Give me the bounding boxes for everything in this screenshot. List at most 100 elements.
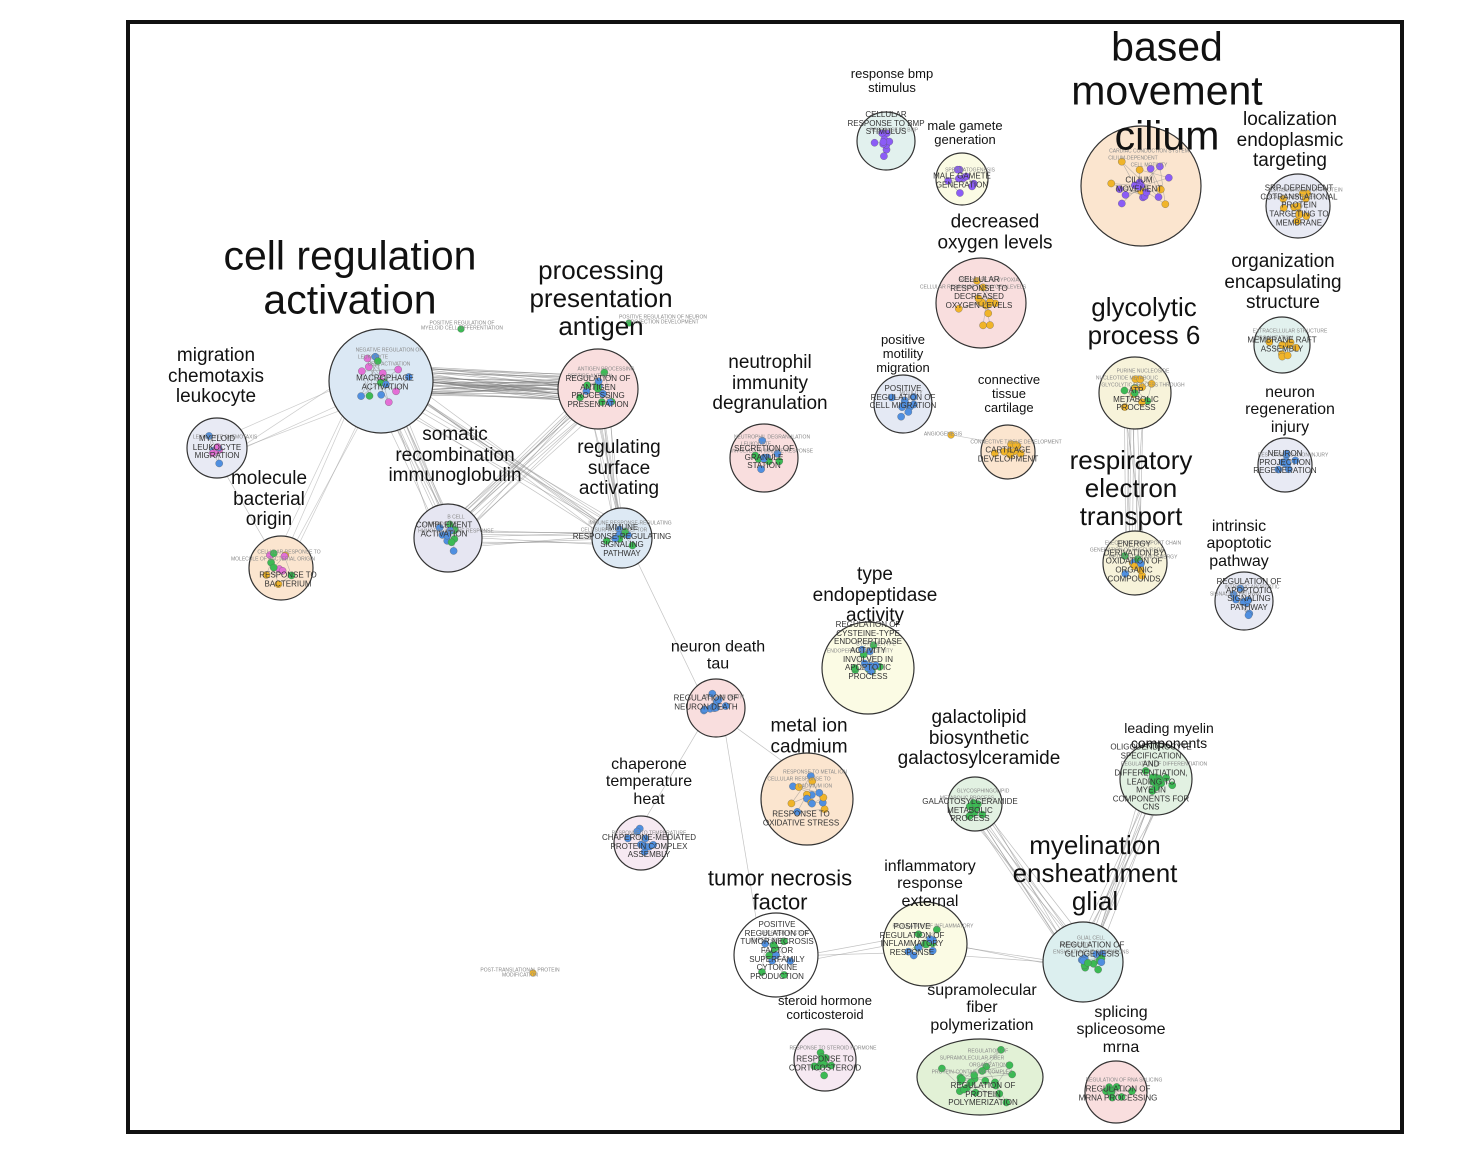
term-node[interactable] xyxy=(938,1064,946,1073)
term-node[interactable] xyxy=(879,138,888,146)
term-node[interactable] xyxy=(1094,965,1102,974)
term-node[interactable] xyxy=(971,800,980,808)
term-node[interactable] xyxy=(1294,202,1302,211)
term-node[interactable] xyxy=(968,182,976,191)
term-node[interactable] xyxy=(960,1085,968,1094)
term-node[interactable] xyxy=(898,403,906,411)
term-node[interactable] xyxy=(984,309,992,318)
term-node[interactable] xyxy=(758,968,766,976)
term-node[interactable] xyxy=(979,321,987,330)
term-node[interactable] xyxy=(274,580,283,588)
term-node[interactable] xyxy=(758,436,766,445)
term-node[interactable] xyxy=(278,567,287,575)
term-node[interactable] xyxy=(447,538,456,547)
singleton-node[interactable] xyxy=(947,431,955,439)
term-node[interactable] xyxy=(576,393,584,402)
term-node[interactable] xyxy=(287,571,296,580)
term-node[interactable] xyxy=(909,393,918,401)
singleton-node[interactable] xyxy=(457,325,465,333)
term-node[interactable] xyxy=(1291,456,1300,465)
term-node[interactable] xyxy=(928,946,937,955)
term-node[interactable] xyxy=(815,789,824,797)
term-node[interactable] xyxy=(377,391,385,399)
term-node[interactable] xyxy=(624,834,632,843)
term-node[interactable] xyxy=(909,951,918,960)
term-node[interactable] xyxy=(1148,787,1157,795)
term-node[interactable] xyxy=(1148,773,1157,782)
term-node[interactable] xyxy=(944,177,952,185)
term-node[interactable] xyxy=(1011,441,1020,449)
term-node[interactable] xyxy=(621,528,629,536)
term-node[interactable] xyxy=(956,189,964,197)
term-node[interactable] xyxy=(600,368,609,377)
term-node[interactable] xyxy=(967,1078,975,1087)
term-node[interactable] xyxy=(769,941,778,949)
term-node[interactable] xyxy=(1295,211,1303,219)
term-node[interactable] xyxy=(986,298,994,306)
term-node[interactable] xyxy=(965,812,973,821)
term-node[interactable] xyxy=(449,547,458,555)
term-node[interactable] xyxy=(205,432,213,440)
singleton-node[interactable] xyxy=(625,319,633,327)
term-node[interactable] xyxy=(786,957,794,965)
term-node[interactable] xyxy=(1302,212,1311,220)
term-node[interactable] xyxy=(1118,199,1126,208)
term-node[interactable] xyxy=(955,305,963,313)
term-node[interactable] xyxy=(363,354,372,363)
term-node[interactable] xyxy=(1236,584,1245,593)
term-node[interactable] xyxy=(760,455,768,463)
term-node[interactable] xyxy=(602,537,611,545)
term-node[interactable] xyxy=(721,702,730,710)
term-node[interactable] xyxy=(1279,195,1287,203)
term-node[interactable] xyxy=(379,369,387,377)
term-node[interactable] xyxy=(598,398,606,406)
term-node[interactable] xyxy=(1154,193,1163,201)
term-node[interactable] xyxy=(858,645,866,654)
term-node[interactable] xyxy=(810,1062,819,1070)
term-node[interactable] xyxy=(808,777,817,785)
term-node[interactable] xyxy=(358,367,366,375)
term-node[interactable] xyxy=(922,940,930,949)
term-node[interactable] xyxy=(1292,343,1300,352)
term-node[interactable] xyxy=(1244,596,1252,604)
term-node[interactable] xyxy=(1097,958,1106,966)
term-node[interactable] xyxy=(914,930,923,938)
term-node[interactable] xyxy=(1120,552,1129,560)
term-node[interactable] xyxy=(1006,451,1014,459)
term-node[interactable] xyxy=(1138,383,1146,391)
term-node[interactable] xyxy=(1282,449,1291,458)
term-node[interactable] xyxy=(1146,164,1155,173)
term-node[interactable] xyxy=(992,1081,1000,1090)
term-node[interactable] xyxy=(1283,459,1292,468)
term-node[interactable] xyxy=(1154,778,1162,786)
term-node[interactable] xyxy=(599,389,607,398)
term-node[interactable] xyxy=(382,380,390,389)
term-node[interactable] xyxy=(1000,447,1008,456)
term-node[interactable] xyxy=(1107,1088,1115,1097)
term-node[interactable] xyxy=(1147,380,1156,388)
term-node[interactable] xyxy=(822,1054,830,1062)
term-node[interactable] xyxy=(641,834,650,843)
term-node[interactable] xyxy=(1016,449,1025,458)
term-node[interactable] xyxy=(374,357,382,365)
term-node[interactable] xyxy=(1136,566,1145,575)
term-node[interactable] xyxy=(1274,465,1283,474)
term-node[interactable] xyxy=(986,321,994,329)
term-node[interactable] xyxy=(1283,351,1292,360)
term-node[interactable] xyxy=(978,1067,986,1075)
term-node[interactable] xyxy=(1135,166,1144,174)
term-node[interactable] xyxy=(1168,781,1176,790)
term-node[interactable] xyxy=(1131,389,1139,397)
term-node[interactable] xyxy=(880,152,888,160)
term-node[interactable] xyxy=(757,465,765,473)
term-node[interactable] xyxy=(926,935,934,943)
term-node[interactable] xyxy=(446,526,455,535)
term-node[interactable] xyxy=(773,449,782,458)
term-node[interactable] xyxy=(594,377,603,386)
term-node[interactable] xyxy=(1161,200,1170,208)
term-node[interactable] xyxy=(213,443,222,451)
term-node[interactable] xyxy=(973,277,981,285)
term-node[interactable] xyxy=(1244,611,1253,619)
term-node[interactable] xyxy=(971,1088,980,1097)
term-node[interactable] xyxy=(269,549,278,558)
